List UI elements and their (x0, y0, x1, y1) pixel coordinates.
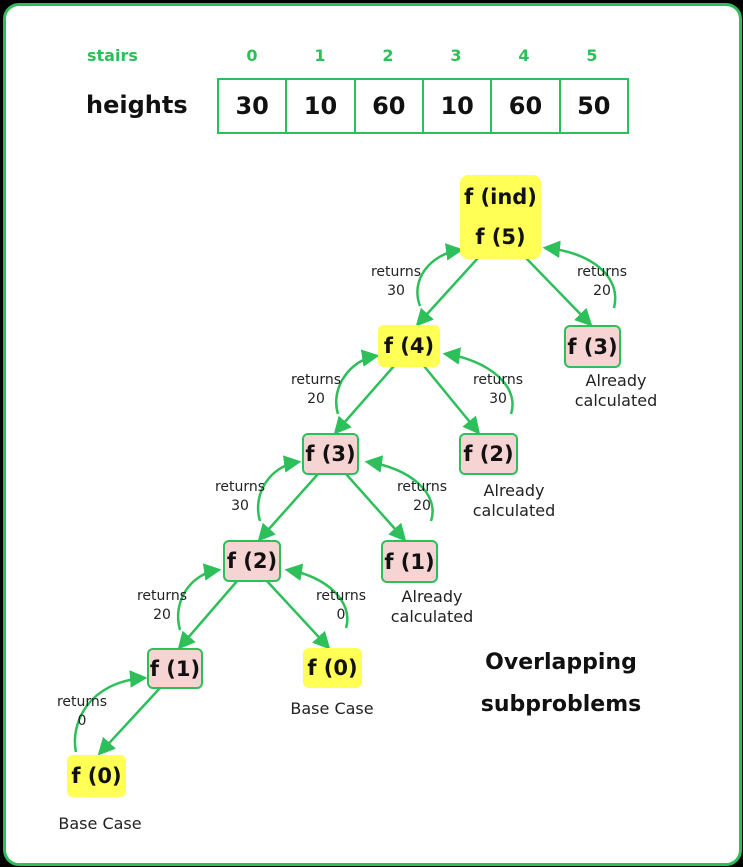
stair-index: 2 (382, 46, 394, 65)
height-cell: 30 (217, 78, 288, 134)
already-calculated-note: Already calculated (472, 481, 556, 520)
edge-f5-f3 (525, 257, 593, 327)
tree-node: f (1) (147, 648, 203, 689)
stair-index: 4 (518, 46, 530, 65)
tree-node: f (0) (303, 648, 362, 688)
return-arrow (73, 670, 148, 753)
return-arrow (416, 243, 464, 307)
edge-f1-f0 (97, 687, 161, 756)
root-label-top: f (ind) (464, 185, 537, 209)
edge-f3-f1 (345, 473, 407, 542)
tree-node: f (2) (223, 540, 281, 582)
stair-index: 0 (246, 46, 258, 65)
tree-node-root: f (ind) f (5) (460, 175, 541, 259)
return-arrow (256, 455, 302, 522)
stair-index: 1 (314, 46, 326, 65)
root-label-bottom: f (5) (475, 225, 526, 249)
tree-node: f (1) (381, 540, 438, 583)
already-calculated-note: Already calculated (574, 371, 658, 410)
return-arrow (364, 455, 434, 522)
height-cell: 50 (558, 78, 629, 134)
tree-node: f (3) (564, 325, 621, 368)
heights-label: heights (86, 91, 188, 119)
edge-f4-f3 (333, 365, 395, 435)
tree-node: f (4) (378, 325, 440, 367)
caption-line: Overlapping (485, 650, 637, 675)
tree-node: f (3) (302, 433, 359, 475)
edge-f4-f2 (423, 365, 481, 435)
tree-node: f (2) (459, 433, 518, 475)
diagram-canvas (3, 3, 742, 866)
already-calculated-note: Already calculated (390, 587, 474, 626)
return-arrow (442, 347, 514, 415)
base-case-note: Base Case (58, 814, 142, 833)
stair-index: 5 (586, 46, 598, 65)
height-cell: 10 (285, 78, 356, 134)
return-arrow (542, 240, 617, 309)
stairs-label: stairs (87, 46, 138, 65)
stair-index: 3 (450, 46, 462, 65)
diagram-caption: Overlapping subproblems (466, 642, 656, 726)
return-arrow (335, 349, 380, 415)
edge-f5-f4 (415, 257, 479, 327)
caption-line: subproblems (480, 692, 642, 717)
return-arrow (284, 563, 349, 629)
edge-f3-f2 (257, 473, 319, 542)
edge-f2-f1 (177, 579, 239, 650)
return-arrow (176, 563, 222, 631)
base-case-note: Base Case (290, 699, 374, 718)
heights-array: 30 10 60 10 60 50 (217, 78, 629, 134)
tree-node: f (0) (67, 755, 126, 797)
edge-f2-f0 (265, 579, 331, 650)
